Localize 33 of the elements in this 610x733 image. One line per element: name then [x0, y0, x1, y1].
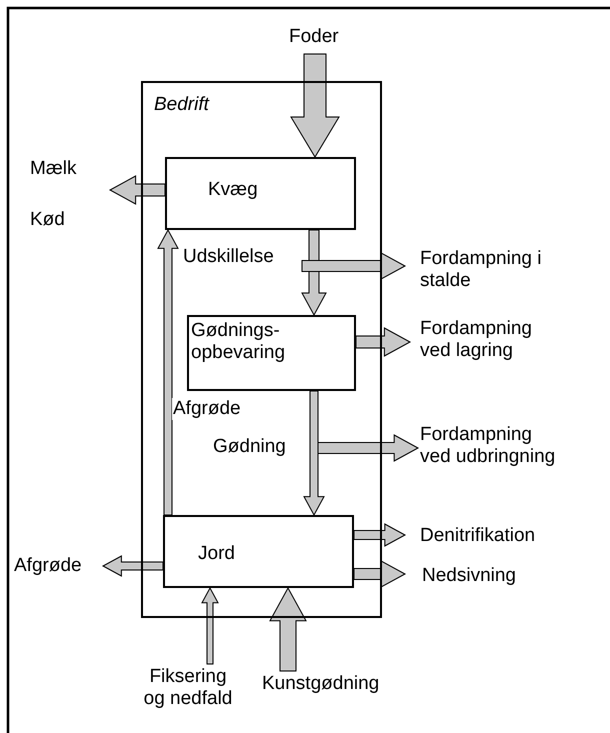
box-label: Kvæg	[208, 179, 258, 201]
flow-arrow	[354, 560, 406, 588]
flow-arrow	[157, 228, 179, 516]
flow-arrow	[102, 555, 164, 577]
flow-arrow	[302, 252, 406, 280]
flow-label: Foder	[289, 26, 339, 48]
process-box	[163, 515, 354, 588]
process-box	[165, 157, 356, 230]
flow-arrow	[290, 54, 340, 158]
flow-arrow	[201, 586, 219, 664]
flow-label: Afgrøde	[14, 555, 82, 577]
flow-label: Mælk	[30, 158, 76, 180]
flow-label: Nedsivning	[422, 565, 516, 587]
flow-arrow	[354, 523, 406, 547]
flow-label: Fiksering og nedfald	[142, 666, 234, 710]
flow-label: Fordampning ved lagring	[420, 318, 533, 362]
flow-label: Kunstgødning	[262, 673, 380, 695]
edge-label: Gødning	[212, 436, 287, 458]
flow-label: Denitrifikation	[420, 525, 536, 547]
flow-arrow	[356, 327, 412, 357]
box-label: Jord	[198, 543, 235, 565]
farm-boundary-box	[141, 81, 382, 618]
flow-label: Kød	[30, 209, 65, 231]
flow-label: Fordampning ved udbringning	[420, 424, 556, 468]
edge-label: Afgrøde	[172, 398, 242, 420]
box-label: Gødnings- opbevaring	[191, 320, 286, 364]
flow-arrow	[318, 434, 420, 462]
box-label: Bedrift	[154, 94, 209, 116]
flow-arrow	[269, 586, 307, 672]
process-box	[187, 315, 356, 391]
flow-label: Fordampning i stalde	[420, 248, 542, 292]
flow-arrow	[108, 175, 166, 205]
flow-arrow	[303, 390, 325, 516]
